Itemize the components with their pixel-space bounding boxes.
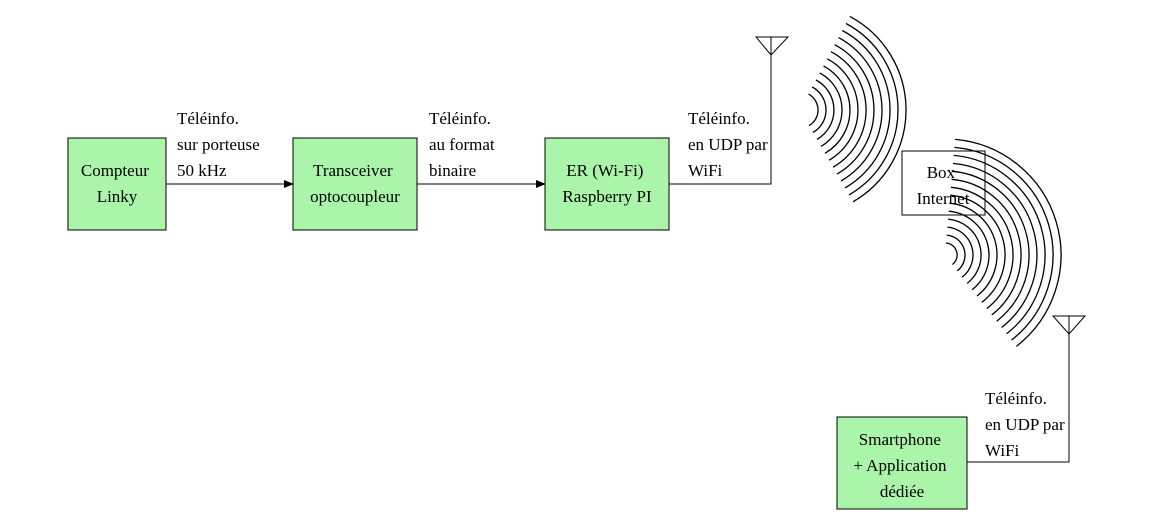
block-er-raspberry: ER (Wi-Fi) Raspberry PI (544, 137, 670, 231)
block-er-line-1: ER (Wi-Fi) (566, 161, 643, 180)
label-porteuse-line-3: 50 kHz (177, 161, 227, 180)
wifi-wave-arc (819, 72, 843, 147)
label-udp-phone: Téléinfo. en UDP par WiFi (985, 389, 1069, 460)
block-smartphone-line-2: + Application (853, 456, 947, 475)
wifi-waves-lower-icon (945, 138, 1062, 347)
wifi-wave-arc (830, 51, 867, 168)
wifi-wave-arc (953, 154, 1046, 335)
wifi-wave-arc (826, 58, 859, 161)
svg-text:Box Internet: Box Internet (917, 163, 970, 208)
block-er-box (544, 137, 670, 231)
wifi-wave-arc (946, 234, 966, 272)
label-porteuse-line-1: Téléinfo. (177, 109, 239, 128)
feed-line-er-antenna (669, 52, 772, 185)
block-transceiver-box (292, 137, 418, 231)
block-compteur-linky-box (67, 137, 167, 231)
wifi-wave-arc (951, 178, 1022, 316)
block-er-line-2: Raspberry PI (562, 187, 652, 206)
block-box-internet: Box Internet (901, 150, 986, 216)
wifi-wave-arc (952, 162, 1038, 329)
label-porteuse-line-2: sur porteuse (177, 135, 260, 154)
wifi-wave-arc (945, 242, 958, 266)
svg-text:ER (Wi-Fi) Raspberry PI: ER (Wi-Fi) Raspberry PI (562, 161, 652, 206)
block-smartphone-box (836, 416, 968, 510)
label-binaire: Téléinfo. au format binaire (429, 109, 499, 180)
wifi-waves-upper-icon (808, 15, 907, 203)
block-compteur-line-1: Compteur (81, 161, 149, 180)
wifi-wave-arc (808, 93, 819, 127)
wifi-wave-arc (952, 170, 1030, 322)
block-smartphone: Smartphone + Application dédiée (836, 416, 968, 510)
wifi-wave-arc (948, 210, 990, 291)
wifi-wave-arc (815, 79, 835, 140)
wifi-wave-arc (948, 218, 982, 284)
label-udp-er: Téléinfo. en UDP par WiFi (688, 109, 772, 180)
wifi-wave-arc (950, 194, 1006, 303)
block-compteur-line-2: Linky (97, 187, 138, 206)
label-udp-phone-line-1: Téléinfo. (985, 389, 1047, 408)
block-smartphone-line-1: Smartphone (859, 430, 941, 449)
block-compteur-linky: Compteur Linky (67, 137, 167, 231)
block-smartphone-line-3: dédiée (880, 482, 924, 501)
wifi-wave-arc (834, 44, 875, 175)
wifi-wave-arc (838, 37, 883, 182)
label-udp-phone-line-3: WiFi (985, 441, 1020, 460)
label-udp-er-line-3: WiFi (688, 161, 723, 180)
block-box-line-1: Box (927, 163, 956, 182)
wifi-wave-arc (949, 202, 998, 297)
label-udp-er-line-1: Téléinfo. (688, 109, 750, 128)
wifi-wave-arc (841, 29, 891, 189)
svg-text:Smartphone + Application: Smartphone + Application dédiée (853, 430, 950, 501)
block-transceiver: Transceiver optocoupleur (292, 137, 418, 231)
label-binaire-line-2: au format (429, 135, 495, 154)
wifi-wave-arc (955, 138, 1062, 347)
wifi-wave-arc (950, 186, 1014, 310)
antenna-icon (754, 36, 790, 56)
block-transceiver-line-1: Transceiver (313, 161, 393, 180)
label-porteuse: Téléinfo. sur porteuse 50 kHz (177, 109, 264, 180)
wifi-wave-arc (849, 15, 907, 203)
wifi-wave-arc (811, 86, 827, 134)
svg-text:Transceiver optocoupleur: Transceiver optocoupleur (310, 161, 400, 206)
feed-line-phone-antenna (967, 331, 1070, 463)
wifi-wave-arc (947, 226, 974, 278)
label-udp-phone-line-2: en UDP par (985, 415, 1065, 434)
label-binaire-line-1: Téléinfo. (429, 109, 491, 128)
wifi-wave-arc (823, 65, 851, 154)
label-binaire-line-3: binaire (429, 161, 476, 180)
wifi-wave-arc (954, 146, 1054, 341)
label-udp-er-line-2: en UDP par (688, 135, 768, 154)
block-transceiver-line-2: optocoupleur (310, 187, 400, 206)
wifi-wave-arc (845, 22, 899, 196)
block-box-line-2: Internet (917, 189, 970, 208)
svg-text:Compteur Linky: Compteur Linky (81, 161, 153, 206)
